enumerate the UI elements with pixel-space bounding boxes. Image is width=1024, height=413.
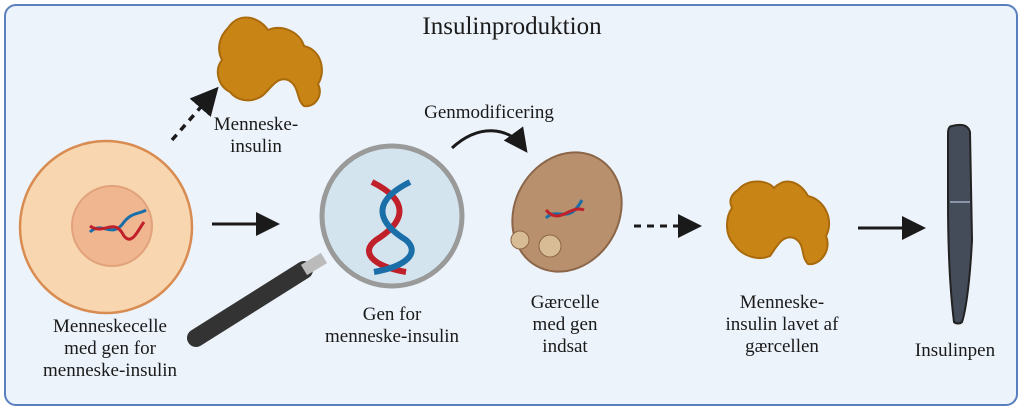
dashed-arrow-up [170, 86, 219, 142]
human-cell-icon [18, 139, 194, 315]
yeast-cell-icon [510, 151, 623, 273]
modification-label: Genmodificering [424, 102, 554, 123]
gene-label: Gen for menneske-insulin [324, 304, 460, 347]
curved-arrow [450, 126, 528, 153]
human-cell-label: Menneskecelle med gen for menneske-insul… [42, 316, 178, 381]
insulin-pen-icon [947, 123, 974, 325]
yeast-insulin-icon [726, 180, 831, 266]
insulin-pen-label: Insulinpen [914, 340, 996, 361]
magnifier-icon [187, 143, 465, 347]
diagram-title: Insulinproduktion [422, 13, 602, 40]
human-insulin-label: Menneske- insulin [213, 114, 299, 157]
yeast-insulin-label: Menneske- insulin lavet af gærcellen [725, 292, 839, 357]
yeast-cell-label: Gærcelle med gen indsat [530, 292, 600, 357]
human-insulin-icon [216, 16, 323, 108]
